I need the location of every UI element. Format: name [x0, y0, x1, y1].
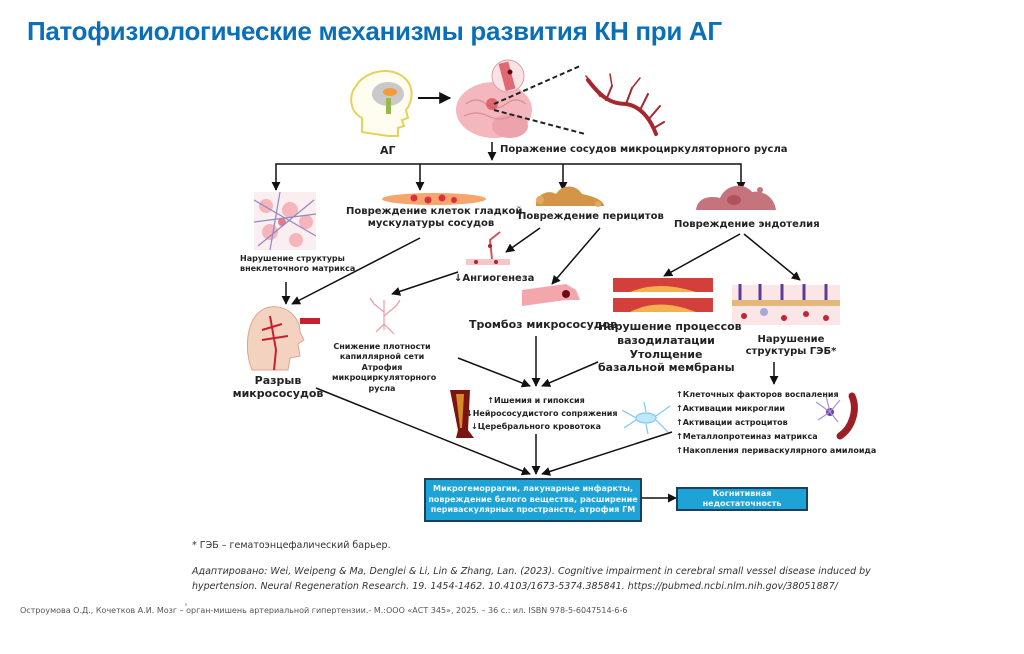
label-vasodilation-line1: Нарушение процессов: [598, 320, 742, 333]
label-smooth-muscle: Повреждение клеток гладкой мускулатуры с…: [346, 206, 523, 230]
ischemia-item: ↑Ишемия и гипоксия: [487, 396, 585, 405]
label-ecm-line2: внеклеточного матрикса: [240, 263, 356, 273]
endothelial-cell-icon: [696, 185, 776, 210]
label-endothelium: Повреждение эндотелия: [674, 219, 820, 230]
label-capillary-line5: русла: [368, 383, 396, 393]
label-capillary-line2: капиллярной сети: [339, 352, 425, 362]
outcome-box-line3: периваскулярных пространств, атрофия ГМ: [430, 505, 636, 515]
smooth-muscle-cell-icon: [382, 193, 486, 205]
blood-brain-barrier-icon: [732, 284, 840, 325]
cognitive-impairment-box: Когнитивная недостаточность: [676, 487, 808, 511]
outcome-box-line1: Микрогеморрагии, лакунарные инфаркты,: [433, 484, 633, 494]
arrow-vasodilation-to-ischemia: [541, 361, 599, 387]
label-vasodilation-line4: базальной мембраны: [598, 361, 735, 375]
arrow-endothelium-to-bbb: [743, 233, 801, 281]
label-bbb-line1: Нарушение: [757, 334, 825, 345]
arrow-pericytes-to-thrombosis: [551, 227, 601, 285]
label-angiogenesis: ↓Ангиогенеза: [454, 273, 535, 284]
label-capillary-line3: Атрофия: [361, 362, 403, 372]
ischemia-item: ↓Нейрососудистого сопряжения: [466, 409, 618, 418]
vasodilation-vessel-icon: [613, 278, 713, 312]
label-ecm-line1: Нарушение структуры: [240, 254, 345, 263]
page-title: Патофизиологические механизмы развития К…: [27, 16, 722, 46]
arrow-endothelium-to-vasodilation: [663, 233, 741, 277]
vessel-zoom-icon: [491, 59, 525, 93]
outcome-box: Микрогеморрагии, лакунарные инфаркты, по…: [424, 478, 642, 522]
branch-bar: [275, 163, 742, 190]
arrow-inflammation-to-outcome: [541, 431, 673, 476]
label-vasodilation: Нарушение процессов вазодилатации Утолще…: [598, 320, 742, 375]
label-inflammation-list: ↑Клеточных факторов воспаления ↑Активаци…: [676, 388, 876, 458]
damaged-artery-icon: [450, 390, 474, 438]
astrocyte-icon: [621, 401, 671, 435]
capillary-tree-icon: [585, 73, 665, 136]
inflammation-item: ↑Активации микроглии: [676, 404, 785, 413]
extracellular-matrix-icon: [253, 191, 317, 251]
label-ag: АГ: [380, 144, 396, 157]
label-rupture-line2: микрососудов: [232, 387, 324, 401]
bbb-footnote: * ГЭБ – гематоэнцефалический барьер.: [192, 540, 391, 551]
outcome-box-line2: повреждение белого вещества, расширение: [428, 494, 638, 504]
label-capillary-line1: Снижение плотности: [333, 342, 431, 351]
arrow-rupture-to-outcome: [315, 387, 531, 476]
microglia-icon: [815, 392, 858, 440]
label-vasodilation-line3: Утолщение: [629, 347, 703, 361]
citation-line-2: hypertension. Neural Regeneration Resear…: [192, 581, 838, 592]
pericyte-icon: [536, 186, 604, 207]
label-thrombosis: Тромбоз микрососудов: [469, 318, 618, 331]
citation-line-1: Адаптировано: Wei, Weipeng & Ma, Denglei…: [192, 566, 871, 577]
arrow-angiogenesis-to-capillary: [391, 271, 459, 296]
head-brain-icon: [350, 70, 413, 137]
label-ecm: Нарушение структуры внеклеточного матрик…: [240, 254, 356, 274]
label-ischemia-list: ↑Ишемия и гипоксия ↓Нейрососудистого соп…: [466, 394, 618, 433]
label-rupture: Разрыв микрососудов: [228, 374, 328, 401]
angiogenesis-icon: [466, 231, 510, 265]
label-vasodilation-line2: вазодилатации: [617, 333, 715, 347]
inflammation-item: ↑Металлопротеиназ матрикса: [676, 432, 818, 441]
label-pericytes: Повреждение перицитов: [518, 211, 664, 222]
arrow-smooth-muscle-to-rupture: [291, 237, 421, 305]
label-smooth-muscle-line1: Повреждение клеток гладкой: [346, 206, 523, 217]
label-smooth-muscle-line2: мускулатуры сосудов: [367, 218, 495, 230]
label-rupture-line1: Разрыв: [254, 374, 302, 387]
head-vessel-rupture-icon: [246, 306, 320, 371]
arrow-capillary-to-ischemia: [457, 357, 531, 388]
source-reference: Остроумова О.Д., Кочетков А.И. Мозг – ор…: [20, 606, 628, 615]
label-bbb: Нарушение структуры ГЭБ*: [736, 334, 846, 358]
inflammation-item: ↑Накопления периваскулярного амилоида: [676, 446, 877, 455]
label-bbb-line2: структуры ГЭБ*: [745, 346, 837, 358]
label-capillary-line4: микроциркуляторного: [332, 373, 437, 383]
inflammation-item: ↑Клеточных факторов воспаления: [676, 390, 839, 399]
label-capillary: Снижение плотности капиллярной сети Атро…: [332, 342, 437, 394]
capillary-atrophy-icon: [369, 297, 401, 335]
inflammation-item: ↑Активации астроцитов: [676, 418, 788, 427]
thrombosis-vessel-icon: [522, 284, 580, 306]
label-microvessel-damage: Поражение сосудов микроциркуляторного ру…: [500, 144, 788, 155]
ischemia-item: ↓Церебрального кровотока: [471, 422, 601, 431]
arrow-pericytes-to-angiogenesis: [505, 227, 541, 253]
